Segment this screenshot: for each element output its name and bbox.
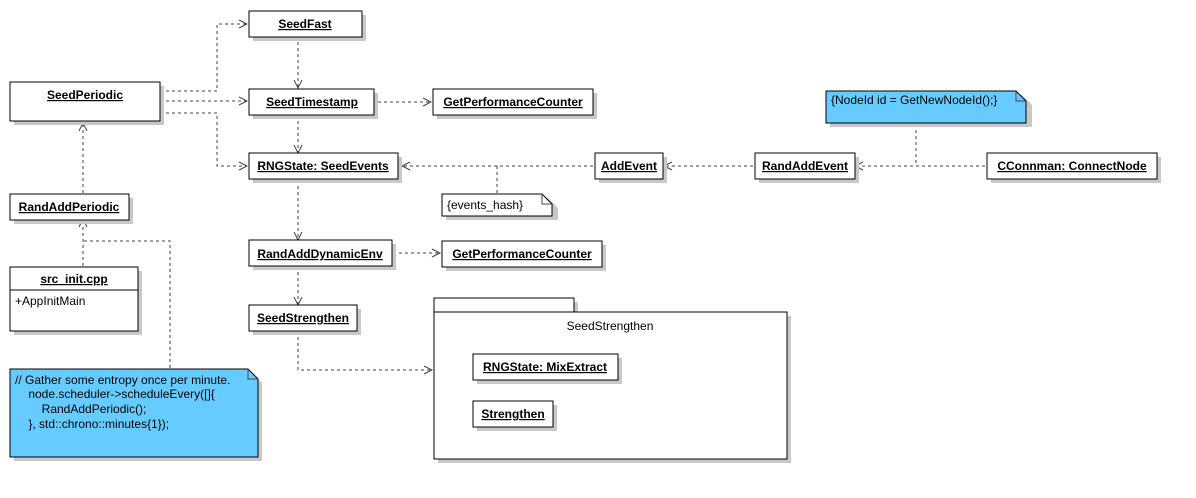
node-get-performance-counter-1: GetPerformanceCounter (432, 88, 597, 119)
node-seed-timestamp: SeedTimestamp (248, 88, 378, 119)
node-add-event-label: AddEvent (601, 159, 657, 173)
node-rand-add-event: RandAddEvent (754, 152, 859, 183)
package-seed-strengthen-title: SeedStrengthen (567, 319, 654, 333)
node-seed-fast: SeedFast (248, 10, 366, 41)
node-rand-add-event-label: RandAddEvent (762, 159, 848, 173)
note-node-id-text: {NodeId id = GetNewNodeId();} (831, 93, 997, 107)
node-rngstate-mix-extract: RNGState: MixExtract (472, 353, 622, 384)
node-cconnman-connect-node: CConnman: ConnectNode (986, 152, 1161, 183)
node-strengthen-label: Strengthen (481, 407, 544, 421)
node-rngstate-seed-events: RNGState: SeedEvents (248, 152, 402, 183)
note-entropy-line-2: node.scheduler->scheduleEvery([]{ (15, 387, 215, 401)
node-rand-add-periodic: RandAddPeriodic (9, 193, 133, 224)
node-rand-add-dynamic-env-label: RandAddDynamicEnv (257, 247, 383, 261)
node-seed-timestamp-label: SeedTimestamp (266, 95, 358, 109)
node-rand-add-dynamic-env: RandAddDynamicEnv (248, 239, 396, 270)
note-entropy-line-4: }, std::chrono::minutes{1}); (15, 417, 169, 431)
node-seed-periodic: SeedPeriodic (9, 81, 164, 125)
node-seed-strengthen: SeedStrengthen (248, 304, 361, 335)
edge-entropy-note-link (83, 240, 171, 368)
note-entropy-line-3: RandAddPeriodic(); (15, 402, 146, 416)
node-get-performance-counter-2-label: GetPerformanceCounter (452, 247, 592, 261)
package-seed-strengthen: SeedStrengthen RNGState: MixExtract Stre… (433, 297, 791, 463)
node-seed-fast-label: SeedFast (278, 17, 331, 31)
node-get-performance-counter-1-label: GetPerformanceCounter (443, 95, 583, 109)
edge-periodic-to-seedfast (160, 24, 247, 92)
class-src-init-cpp-member: +AppInitMain (15, 294, 85, 308)
node-seed-periodic-label: SeedPeriodic (47, 88, 123, 102)
note-node-id: {NodeId id = GetNewNodeId();} (825, 90, 1032, 127)
edges (83, 24, 985, 370)
note-events-hash: {events_hash} (441, 193, 558, 220)
node-rand-add-periodic-label: RandAddPeriodic (19, 200, 120, 214)
node-get-performance-counter-2: GetPerformanceCounter (441, 240, 606, 271)
class-src-init-cpp-name: src_init.cpp (40, 272, 107, 286)
edge-periodic-to-seedevents (160, 112, 247, 166)
node-rngstate-mix-extract-label: RNGState: MixExtract (483, 360, 607, 374)
node-rngstate-seed-events-label: RNGState: SeedEvents (257, 159, 389, 173)
edge-seedstrengthen-to-package (297, 331, 432, 370)
note-entropy: // Gather some entropy once per minute. … (9, 368, 262, 461)
class-src-init-cpp: src_init.cpp +AppInitMain (9, 266, 142, 335)
note-entropy-line-1: // Gather some entropy once per minute. (15, 373, 230, 387)
node-strengthen: Strengthen (472, 400, 557, 431)
node-cconnman-connect-node-label: CConnman: ConnectNode (997, 159, 1147, 173)
node-add-event: AddEvent (594, 152, 667, 183)
note-events-hash-text: {events_hash} (447, 198, 523, 212)
node-seed-strengthen-label: SeedStrengthen (257, 311, 349, 325)
